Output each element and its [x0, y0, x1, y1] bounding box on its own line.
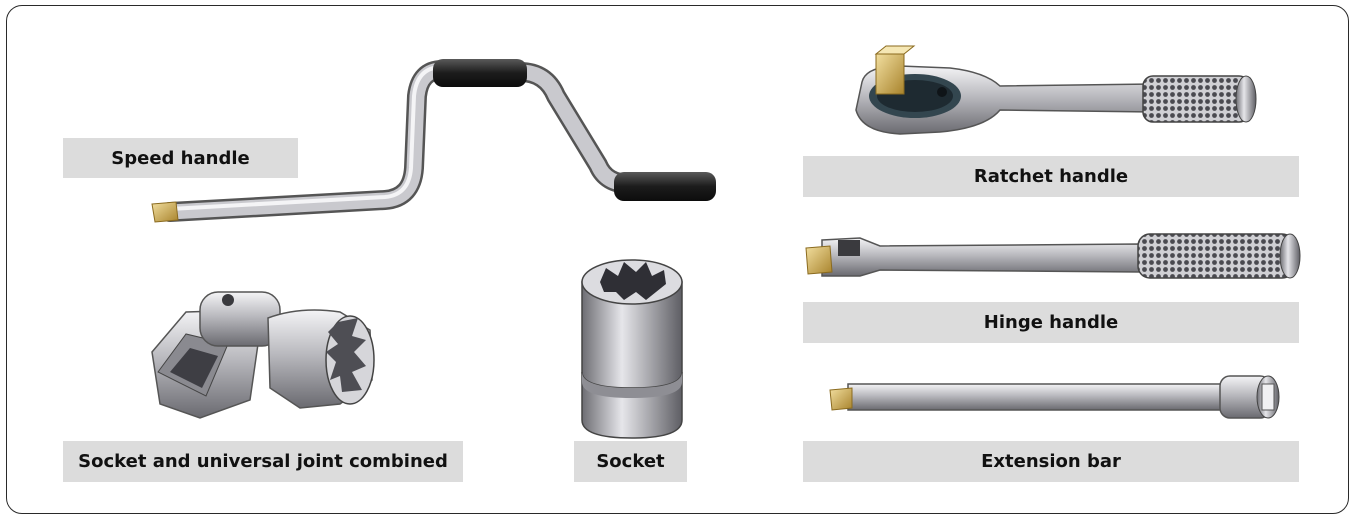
- label-hinge-handle: Hinge handle: [803, 302, 1299, 343]
- speed-handle-illustration: [151, 59, 716, 223]
- label-universal-joint: Socket and universal joint combined: [63, 441, 463, 482]
- socket-illustration: [581, 259, 683, 439]
- ratchet-handle-illustration: [855, 45, 1257, 135]
- figure-frame: [6, 5, 1349, 514]
- extension-bar-illustration: [829, 375, 1280, 419]
- hinge-handle-illustration: [805, 233, 1301, 279]
- label-speed-handle: Speed handle: [63, 138, 298, 178]
- label-socket: Socket: [574, 441, 687, 482]
- universal-joint-illustration: [151, 291, 375, 419]
- label-ratchet-handle: Ratchet handle: [803, 156, 1299, 197]
- label-extension-bar: Extension bar: [803, 441, 1299, 482]
